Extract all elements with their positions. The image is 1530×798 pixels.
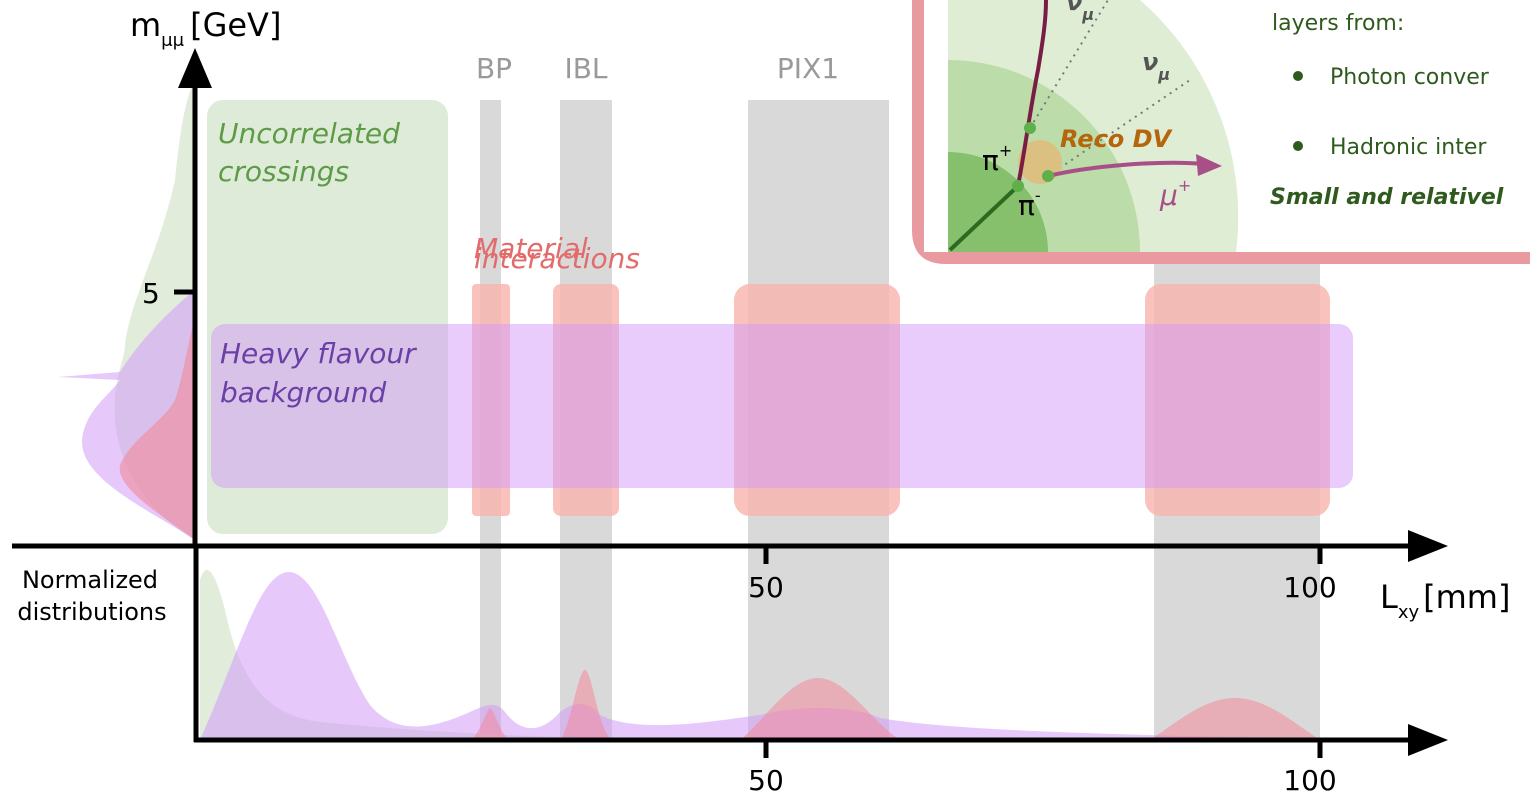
x-axis-lower-arrowhead — [1408, 724, 1448, 756]
muon-track — [1047, 160, 1206, 178]
inset-panel: Reco DV π+ π- μ+ νμ νμ layers from: Phot… — [912, 0, 1530, 264]
x-tick-label-50-lower: 50 — [748, 764, 784, 797]
y-tick-label-5: 5 — [142, 277, 160, 310]
x-tick-label-100-upper: 100 — [1283, 571, 1336, 604]
reco-dv-label: Reco DV — [1060, 125, 1174, 153]
side-text-bullet-hadronic: Hadronic inter — [1330, 135, 1487, 160]
muon-arrowhead — [1196, 154, 1222, 176]
mass-distribution-red — [119, 320, 195, 540]
pion-plus-track — [1016, 0, 1048, 187]
pi-minus-label: π- — [1018, 186, 1041, 222]
heavy-flavour-label-line1: Heavy flavour — [220, 337, 417, 370]
side-text-bullet-photon: Photon conver — [1330, 65, 1490, 90]
y-axis-label: mμμ[GeV] — [130, 6, 281, 51]
layer-label-pix1: PIX1 — [777, 52, 839, 85]
x-axis-label: Lxy[mm] — [1380, 578, 1510, 623]
lower-panel-label-line1: Normalized — [22, 566, 158, 594]
pi-plus-label: π+ — [982, 141, 1012, 177]
vertex-muon — [1042, 170, 1054, 182]
lxy-distribution-purple — [200, 571, 1300, 740]
neutrino-top-label: νμ — [1066, 0, 1094, 24]
side-text-intro: layers from: — [1272, 11, 1404, 36]
neutrino-line-mid — [1047, 79, 1191, 177]
y-axis-arrowhead — [178, 48, 212, 88]
layer-label-ibl: IBL — [564, 52, 607, 85]
uncorrelated-label-line2: crossings — [218, 155, 349, 188]
x-tick-label-50-upper: 50 — [748, 571, 784, 604]
side-text-bold-line: Small and relativel — [1270, 185, 1504, 210]
heavy-flavour-region — [211, 324, 1353, 488]
lower-panel-label-line2: distributions — [17, 598, 166, 626]
x-axis-upper-arrowhead — [1408, 530, 1448, 562]
uncorrelated-label-line1: Uncorrelated — [218, 117, 400, 150]
layer-label-bp: BP — [476, 52, 512, 85]
vertex-pion — [1012, 180, 1024, 192]
x-tick-label-100-lower: 100 — [1283, 764, 1336, 797]
pion-track-base — [948, 184, 1020, 252]
lxy-distribution-red — [470, 670, 1320, 740]
neutrino-mid-label: νμ — [1142, 48, 1170, 84]
vertex-pion-plus — [1024, 122, 1036, 134]
material-label-line2: interactions — [474, 242, 640, 275]
bullet-dot-2 — [1293, 141, 1303, 151]
bullet-dot-1 — [1293, 71, 1303, 81]
heavy-flavour-label-line2: background — [220, 376, 386, 409]
material-label-line1: Material — [474, 232, 588, 265]
mu-plus-label: μ+ — [1159, 176, 1191, 212]
